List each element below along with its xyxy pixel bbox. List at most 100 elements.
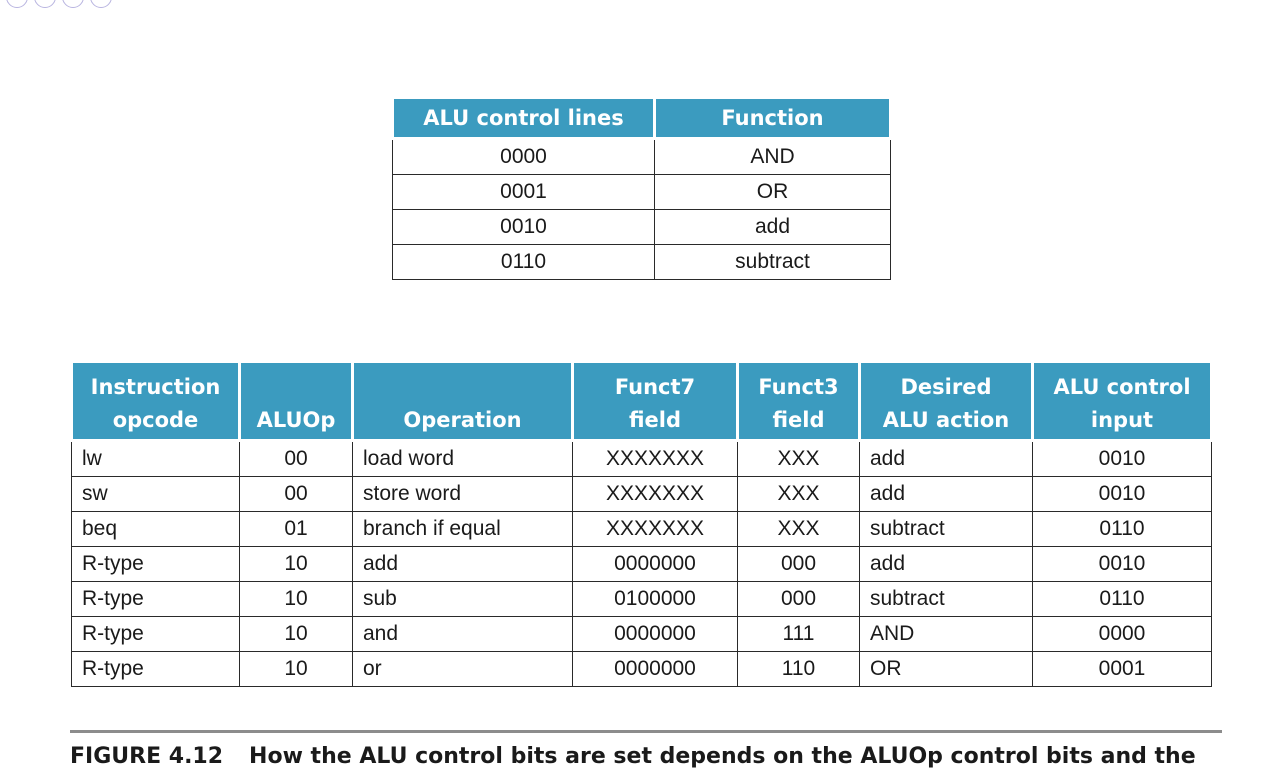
corner-toolbar	[6, 0, 112, 8]
opcode-cell: sw	[71, 476, 240, 512]
table-row: 0001 OR	[392, 174, 891, 210]
aluop-cell: 10	[239, 546, 353, 582]
header-line-2: Operation	[403, 408, 522, 432]
table-header-row: ALU control lines Function	[391, 96, 892, 140]
header-funct3-field: Funct3 field	[736, 360, 861, 442]
funct7-cell: XXXXXXX	[572, 511, 738, 547]
alu-action-cell: subtract	[859, 511, 1033, 547]
header-alu-control-input: ALU control input	[1031, 360, 1213, 442]
table-row: sw 00 store word XXXXXXX XXX add 0010	[71, 476, 1212, 512]
alu-input-cell: 0010	[1032, 440, 1212, 477]
funct3-cell: 000	[737, 546, 860, 582]
funct7-cell: XXXXXXX	[572, 440, 738, 477]
operation-cell: branch if equal	[352, 511, 573, 547]
funct3-cell: XXX	[737, 511, 860, 547]
header-line-2: opcode	[112, 408, 199, 432]
opcode-cell: lw	[71, 440, 240, 477]
table-header-row: Instruction opcode ALUOp Operation Funct…	[70, 360, 1213, 442]
header-alu-control-lines: ALU control lines	[391, 96, 656, 140]
table-row: 0000 AND	[392, 138, 891, 175]
circle-icon[interactable]	[62, 0, 84, 8]
control-lines-cell: 0010	[392, 209, 655, 245]
control-lines-cell: 0001	[392, 174, 655, 210]
table-row: 0110 subtract	[392, 244, 891, 280]
header-line-2: ALUOp	[256, 408, 336, 432]
funct3-cell: XXX	[737, 440, 860, 477]
header-line-1: Desired	[900, 375, 992, 399]
alu-action-cell: add	[859, 440, 1033, 477]
table-row: beq 01 branch if equal XXXXXXX XXX subtr…	[71, 511, 1212, 547]
figure-label: FIGURE 4.12	[70, 744, 224, 769]
function-cell: add	[654, 209, 891, 245]
circle-icon[interactable]	[90, 0, 112, 8]
header-line-2: input	[1090, 408, 1154, 432]
alu-input-cell: 0000	[1032, 616, 1212, 652]
funct3-cell: XXX	[737, 476, 860, 512]
opcode-cell: R-type	[71, 651, 240, 687]
alu-action-cell: add	[859, 546, 1033, 582]
header-function: Function	[653, 96, 892, 140]
header-funct7-field: Funct7 field	[571, 360, 739, 442]
aluop-cell: 00	[239, 476, 353, 512]
funct3-cell: 110	[737, 651, 860, 687]
caption-text: How the ALU control bits are set depends…	[249, 744, 1196, 769]
figure-caption: FIGURE 4.12 How the ALU control bits are …	[70, 744, 1196, 769]
header-line-1: Instruction	[90, 375, 221, 399]
funct7-cell: 0000000	[572, 546, 738, 582]
aluop-cell: 10	[239, 581, 353, 617]
circle-icon[interactable]	[6, 0, 28, 8]
alu-action-cell: subtract	[859, 581, 1033, 617]
opcode-cell: R-type	[71, 616, 240, 652]
aluop-cell: 01	[239, 511, 353, 547]
table-row: R-type 10 add 0000000 000 add 0010	[71, 546, 1212, 582]
function-cell: AND	[654, 138, 891, 175]
operation-cell: and	[352, 616, 573, 652]
aluop-cell: 10	[239, 616, 353, 652]
table-row: lw 00 load word XXXXXXX XXX add 0010	[71, 440, 1212, 477]
control-lines-cell: 0110	[392, 244, 655, 280]
alu-action-cell: add	[859, 476, 1033, 512]
alu-input-cell: 0110	[1032, 511, 1212, 547]
operation-cell: sub	[352, 581, 573, 617]
alu-input-cell: 0010	[1032, 546, 1212, 582]
header-line-1: Funct7	[614, 375, 696, 399]
funct3-cell: 111	[737, 616, 860, 652]
funct7-cell: 0000000	[572, 651, 738, 687]
header-instruction-opcode: Instruction opcode	[70, 360, 241, 442]
header-aluop: ALUOp	[238, 360, 354, 442]
aluop-cell: 00	[239, 440, 353, 477]
operation-cell: or	[352, 651, 573, 687]
operation-cell: store word	[352, 476, 573, 512]
operation-cell: add	[352, 546, 573, 582]
funct3-cell: 000	[737, 581, 860, 617]
caption-divider	[70, 730, 1222, 733]
alu-input-cell: 0110	[1032, 581, 1212, 617]
alu-input-cell: 0001	[1032, 651, 1212, 687]
alu-action-cell: AND	[859, 616, 1033, 652]
table-row: R-type 10 sub 0100000 000 subtract 0110	[71, 581, 1212, 617]
aluop-cell: 10	[239, 651, 353, 687]
header-line-2: field	[772, 408, 825, 432]
table-row: 0010 add	[392, 209, 891, 245]
header-line-1: Funct3	[758, 375, 839, 399]
table-row: R-type 10 and 0000000 111 AND 0000	[71, 616, 1212, 652]
header-line-1: ALU control	[1053, 375, 1191, 399]
opcode-cell: beq	[71, 511, 240, 547]
header-operation: Operation	[351, 360, 574, 442]
alu-control-lines-table: ALU control lines Function 0000 AND 0001…	[391, 96, 892, 280]
control-lines-cell: 0000	[392, 138, 655, 175]
header-line-2: ALU action	[882, 408, 1010, 432]
funct7-cell: 0100000	[572, 581, 738, 617]
funct7-cell: XXXXXXX	[572, 476, 738, 512]
opcode-cell: R-type	[71, 546, 240, 582]
operation-cell: load word	[352, 440, 573, 477]
header-desired-alu-action: Desired ALU action	[858, 360, 1034, 442]
header-line-2: field	[628, 408, 682, 432]
alu-control-derivation-table: Instruction opcode ALUOp Operation Funct…	[70, 360, 1213, 687]
function-cell: subtract	[654, 244, 891, 280]
opcode-cell: R-type	[71, 581, 240, 617]
function-cell: OR	[654, 174, 891, 210]
funct7-cell: 0000000	[572, 616, 738, 652]
circle-icon[interactable]	[34, 0, 56, 8]
alu-input-cell: 0010	[1032, 476, 1212, 512]
